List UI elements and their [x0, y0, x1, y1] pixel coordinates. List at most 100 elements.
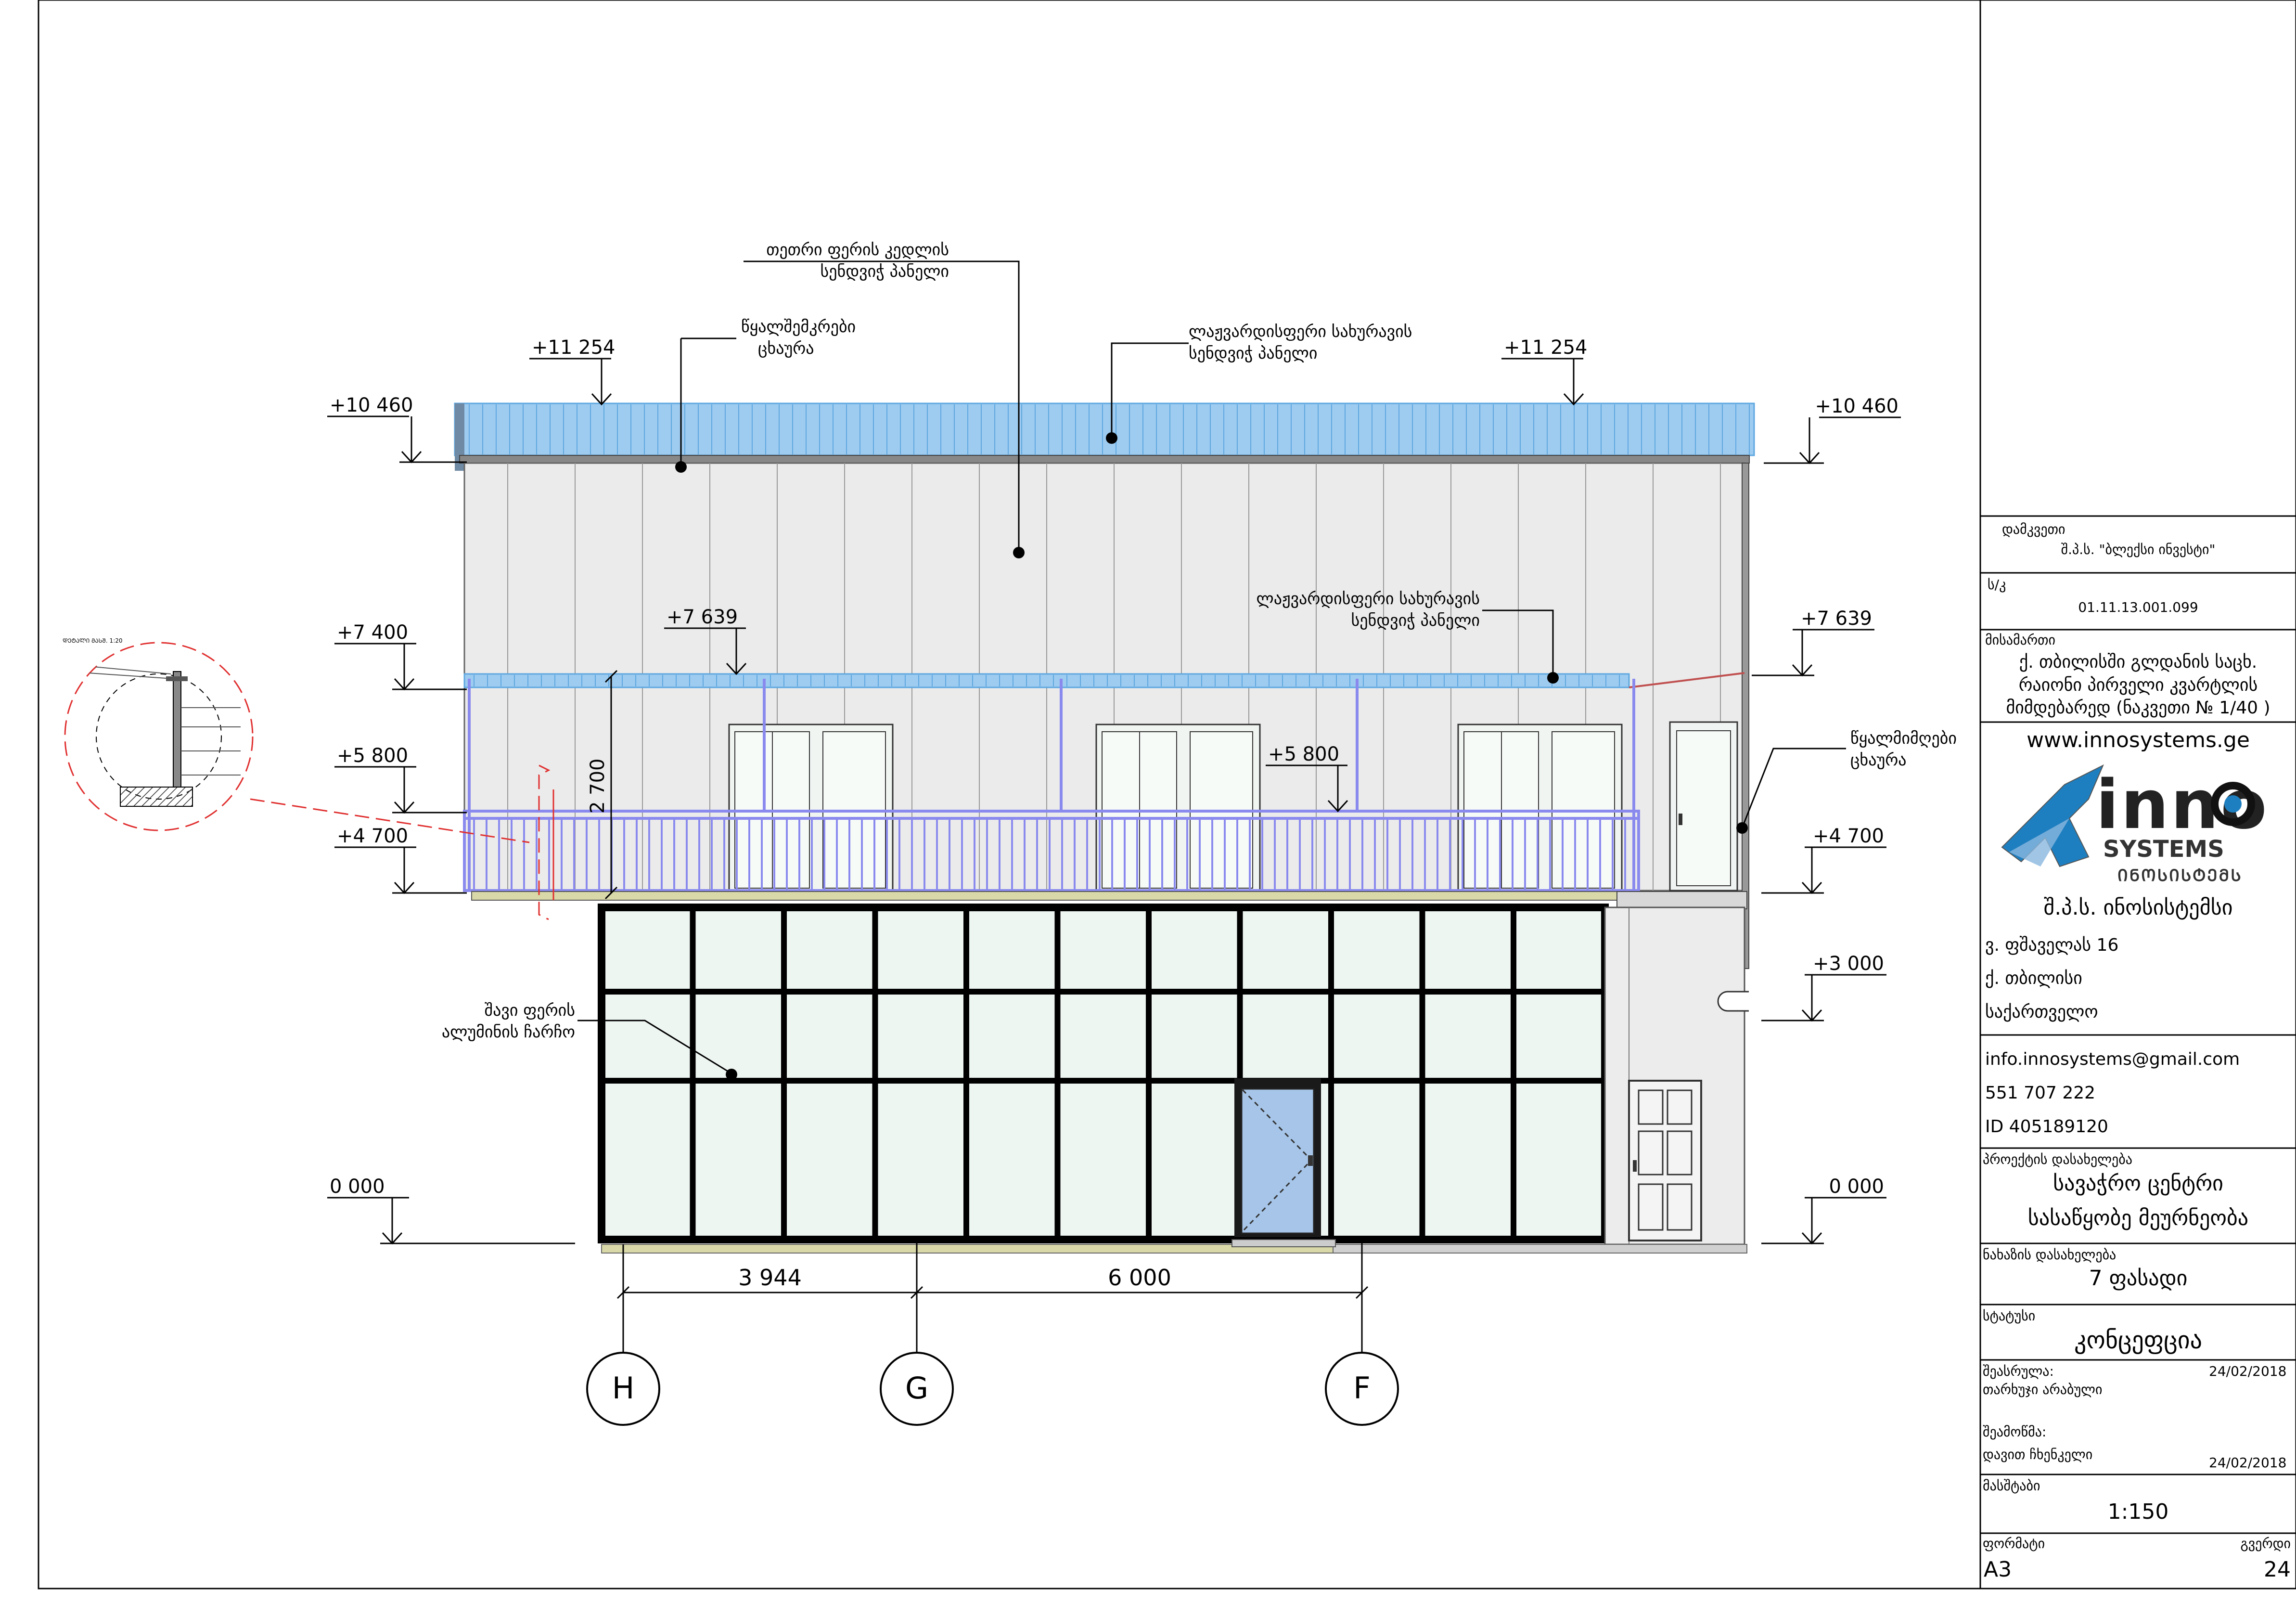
format-caption: ფორმატი	[1983, 1536, 2045, 1551]
client-caption: დამკვეთი	[2002, 521, 2065, 537]
sheet-border	[38, 0, 2296, 1590]
website-link[interactable]: www.innosystems.ge	[2027, 728, 2250, 752]
label-roof-mid-1: ლაჟვარდისფერი სახურავის	[1257, 589, 1480, 608]
scale-value: 1:150	[2107, 1500, 2169, 1524]
upper-door	[1669, 721, 1738, 892]
made-by-caption: შეასრულა:	[1983, 1363, 2054, 1379]
address-line-1: ქ. თბილისში გლდანის საცხ.	[2019, 652, 2258, 672]
format-value: A3	[1984, 1557, 2012, 1582]
level-marker: +7 639	[1752, 608, 1874, 677]
level-text: +5 800	[1268, 743, 1339, 765]
company-street: ვ. ფშაველას 16	[1985, 935, 2119, 955]
label-roof-top-2: სენდვიჭ პანელი	[1189, 344, 1317, 363]
company-country: საქართველო	[1985, 1002, 2098, 1022]
level-text: +4 700	[1813, 825, 1884, 847]
checked-caption: შეამოწმა:	[1983, 1424, 2047, 1440]
canopy-panel	[463, 673, 1630, 688]
address-line-2: რაიონი პირველი კვარტლის	[2018, 675, 2258, 695]
checked-date: 24/02/2018	[2209, 1455, 2287, 1471]
label-wall-panel-2: სენდვიჭ პანელი	[821, 262, 949, 281]
id-value: 01.11.13.001.099	[2078, 599, 2198, 615]
label-gutter-1: წყალშემკრები	[741, 317, 856, 336]
balcony-railing	[463, 679, 1640, 892]
level-arrow	[726, 662, 747, 675]
logo-geo: ᲘᲜᲝᲡᲘᲡᲢᲔᲛᲡ	[2117, 866, 2243, 885]
window-group	[1457, 724, 1623, 892]
level-markers: +10 460 +7 400 +5 800 +4 700 0 000 +10 460 +7 …	[327, 336, 1901, 1245]
label-drain-1: წყალმიმღები	[1850, 729, 1957, 748]
label-alu-frame-2: ალუმინის ჩარჩო	[442, 1022, 575, 1042]
level-arrow	[394, 801, 415, 814]
project-caption: პროექტის დასახელება	[1983, 1151, 2132, 1167]
level-text: 0 000	[330, 1176, 385, 1198]
checked-by-name: დავით ჩხენკელი	[1983, 1447, 2093, 1462]
level-marker-top: +11 254	[1501, 336, 1587, 406]
level-marker: 0 000	[1761, 1176, 1886, 1245]
ground-strip-light	[1333, 1244, 1747, 1254]
balcony-slab	[471, 891, 1637, 901]
level-marker-inner: +7 639	[664, 606, 747, 675]
level-arrow	[1327, 800, 1348, 813]
title-block-grid	[1980, 515, 2296, 1534]
downpipe	[1742, 463, 1749, 969]
made-by-name: თარხუჯი არაბული	[1983, 1382, 2103, 1397]
detail-caption: ᲓᲔᲢᲐᲚᲘ ᲛᲐᲡᲨ. 1:20	[63, 637, 123, 644]
level-text: +7 639	[667, 606, 738, 628]
label-gutter-2: ცხაურა	[758, 339, 814, 358]
level-text: +10 460	[1815, 395, 1898, 417]
level-text: +11 254	[532, 336, 615, 359]
svg-text:H: H	[612, 1370, 635, 1406]
level-text: 0 000	[1829, 1176, 1884, 1198]
roof-fascia	[459, 455, 1750, 464]
level-arrow	[394, 881, 415, 894]
dimension-3944: 3 944	[738, 1265, 802, 1291]
company-name: შ.პ.ს. ინოსისტემსი	[2043, 895, 2233, 920]
drawing-name: 7 ფასადი	[2089, 1266, 2188, 1291]
company-phone: 551 707 222	[1985, 1083, 2096, 1103]
height-dimension-text: 2 700	[587, 758, 609, 814]
id-caption: ს/კ	[1988, 577, 2006, 593]
ground-strip	[601, 1244, 1334, 1254]
level-text: +7 639	[1801, 608, 1872, 630]
level-marker: +5 800	[334, 745, 467, 814]
level-text: +11 254	[1504, 336, 1587, 359]
label-roof-top-1: ლაჟვარდისფერი სახურავის	[1189, 322, 1412, 341]
level-arrow	[1799, 452, 1820, 465]
made-date: 24/02/2018	[2209, 1363, 2287, 1379]
level-marker: +4 700	[1761, 825, 1886, 894]
project-line-2: სასაწყობე მეურნეობა	[2027, 1206, 2249, 1230]
dimension-6000: 6 000	[1108, 1265, 1171, 1291]
level-marker: +7 400	[334, 621, 467, 691]
level-marker-top: +11 254	[529, 336, 615, 406]
company-email[interactable]: info.innosystems@gmail.com	[1985, 1049, 2240, 1069]
address-caption: მისამართი	[1985, 632, 2056, 648]
leader-dots	[675, 432, 1748, 1080]
level-marker-inner: +5 800	[1266, 743, 1348, 813]
status-caption: სტატუსი	[1983, 1308, 2036, 1324]
level-marker: +3 000	[1761, 953, 1886, 1022]
level-arrow	[1563, 393, 1584, 406]
drain-nozzle	[1717, 991, 1749, 1012]
level-text: +10 460	[330, 394, 413, 416]
label-roof-mid-2: სენდვიჭ პანელი	[1351, 611, 1480, 630]
company-logo: inno SYSTEMS ᲘᲜᲝᲡᲘᲡᲢᲔᲛᲡ	[2001, 764, 2267, 885]
page-number: 24	[2264, 1557, 2291, 1582]
entrance-door	[1234, 1078, 1321, 1237]
ground-step	[1231, 1239, 1336, 1247]
company-id: ID 405189120	[1985, 1117, 2108, 1137]
axis-dimensions	[616, 1237, 1369, 1353]
level-text: +4 700	[337, 825, 408, 847]
client-name: შ.პ.ს. "ბლექსი ინვესტი"	[2061, 542, 2216, 557]
axis-bubble-f: F	[1325, 1352, 1399, 1426]
logo-sub: SYSTEMS	[2103, 836, 2224, 863]
level-arrow	[401, 451, 422, 464]
label-alu-frame-1: შავი ფერის	[485, 1001, 575, 1020]
status-value: კონცეფცია	[2074, 1326, 2202, 1354]
level-marker: 0 000	[327, 1176, 575, 1245]
level-arrow	[1801, 881, 1822, 894]
level-arrow	[1801, 1232, 1822, 1245]
label-wall-panel-1: თეთრი ფერის კედლის	[766, 240, 949, 259]
level-text: +7 400	[337, 621, 408, 644]
slab-edge	[1616, 891, 1747, 909]
